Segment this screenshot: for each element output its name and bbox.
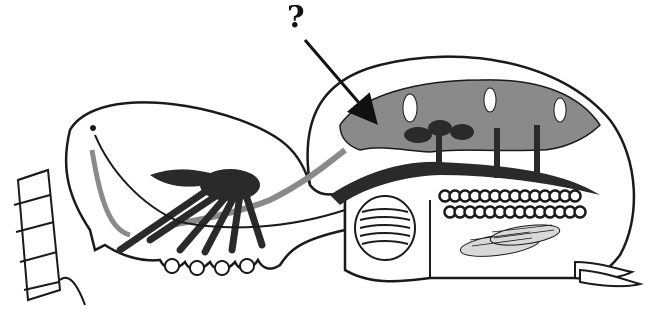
silk-gland — [575, 207, 586, 218]
silk-gland — [570, 191, 581, 202]
book-lung — [355, 196, 415, 260]
eye — [90, 125, 96, 131]
spinnerets — [575, 262, 640, 286]
question-mark-label: ? — [287, 0, 305, 35]
